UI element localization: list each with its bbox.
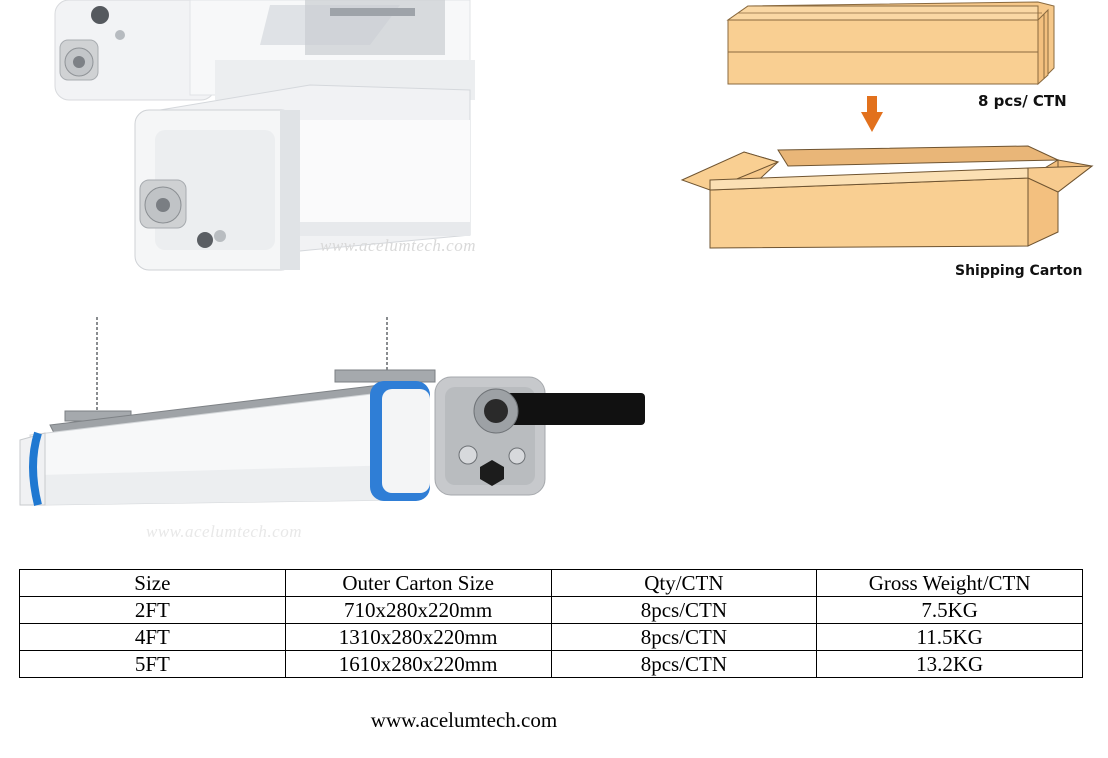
shipping-carton-box [680, 145, 1094, 249]
cell-gross-weight: 7.5KG [816, 596, 1083, 624]
column-header-outer-carton-size: Outer Carton Size [284, 569, 552, 597]
packing-spec-table: Size Outer Carton Size Qty/CTN Gross Wei… [19, 569, 1083, 678]
cell-qty-per-carton: 8pcs/CTN [550, 650, 818, 678]
column-header-qty-per-carton: Qty/CTN [550, 569, 818, 597]
table-row: 5FT 1610x280x220mm 8pcs/CTN 13.2KG [19, 650, 1083, 678]
cell-size: 5FT [19, 650, 286, 678]
watermark-text: www.acelumtech.com [146, 522, 302, 541]
table-row: 2FT 710x280x220mm 8pcs/CTN 7.5KG [19, 596, 1083, 624]
packing-diagram [678, 0, 1098, 260]
table-header-row: Size Outer Carton Size Qty/CTN Gross Wei… [19, 569, 1083, 597]
cell-outer-carton-size: 1610x280x220mm [284, 650, 552, 678]
cell-size: 4FT [19, 623, 286, 651]
arrow-down-icon [861, 96, 883, 132]
watermark-text: www.acelumtech.com [320, 236, 476, 255]
cell-size: 2FT [19, 596, 286, 624]
cell-outer-carton-size: 710x280x220mm [284, 596, 552, 624]
product-box-stack [726, 1, 1055, 86]
cell-qty-per-carton: 8pcs/CTN [550, 623, 818, 651]
fixture-endcap-closeup-image [40, 0, 490, 285]
shipping-carton-label: Shipping Carton [955, 263, 1083, 279]
table-row: 4FT 1310x280x220mm 8pcs/CTN 11.5KG [19, 623, 1083, 651]
cell-gross-weight: 13.2KG [816, 650, 1083, 678]
fixture-suspended-image [10, 315, 650, 545]
cell-outer-carton-size: 1310x280x220mm [284, 623, 552, 651]
column-header-gross-weight: Gross Weight/CTN [816, 569, 1083, 597]
qty-per-carton-label: 8 pcs/ CTN [978, 92, 1067, 110]
cell-qty-per-carton: 8pcs/CTN [550, 596, 818, 624]
column-header-size: Size [19, 569, 286, 597]
footer-website-link[interactable]: www.acelumtech.com [370, 708, 558, 732]
cell-gross-weight: 11.5KG [816, 623, 1083, 651]
